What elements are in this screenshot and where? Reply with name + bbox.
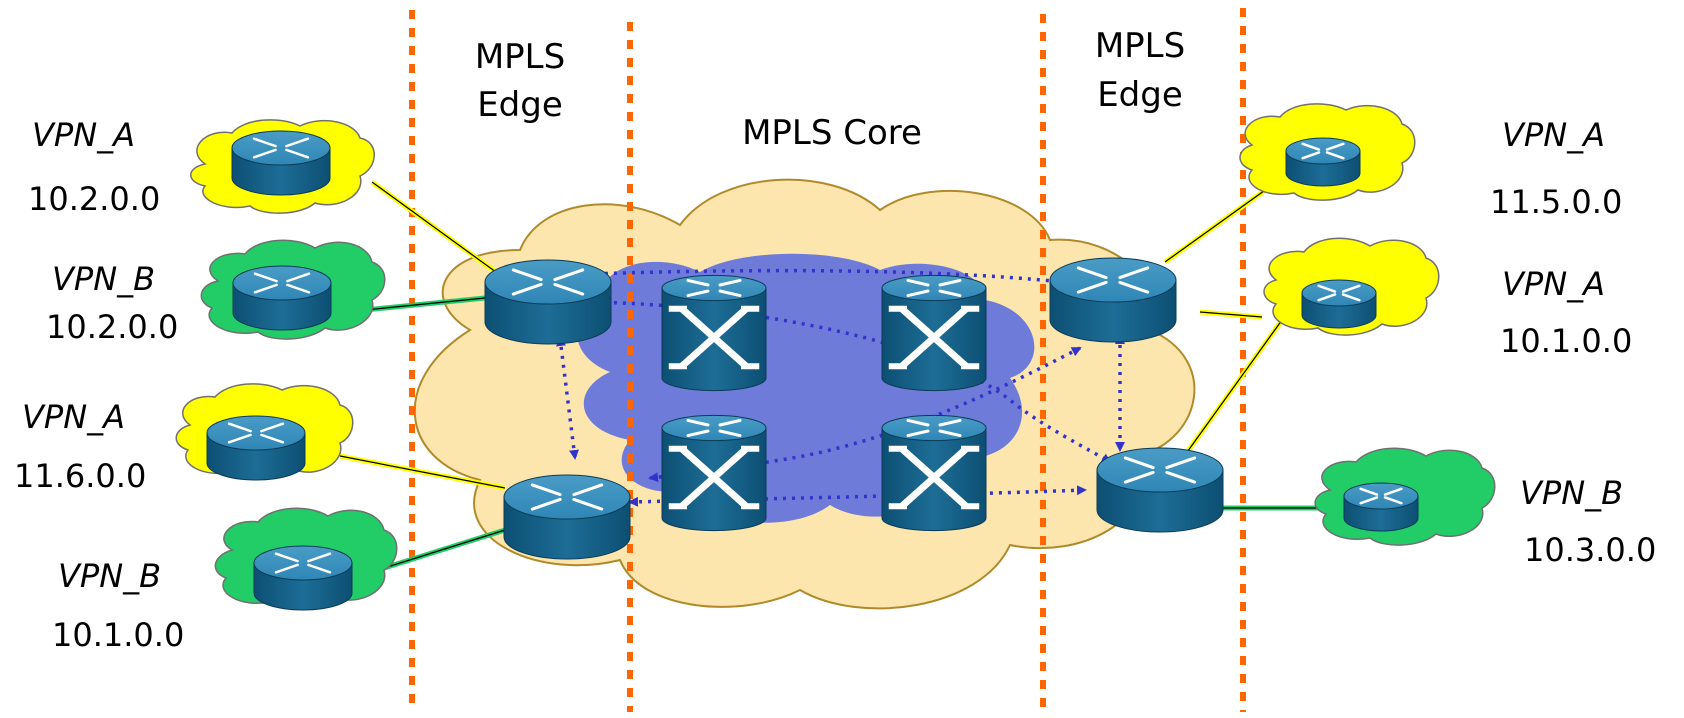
edge-right-label-line1: MPLS	[1095, 26, 1185, 66]
edge-left-label-line1: MPLS	[475, 37, 565, 77]
site-network-label: 10.3.0.0	[1524, 531, 1656, 569]
pe-router-icon	[1096, 447, 1224, 533]
site-network-label: 10.1.0.0	[1500, 322, 1632, 360]
p-router-icon	[661, 274, 767, 392]
pe-router-icon	[503, 474, 631, 560]
mpls-core-label: MPLS Core	[742, 113, 922, 153]
site-vpn-label: VPN_A	[1502, 116, 1605, 154]
ce-router-icon	[206, 415, 306, 481]
p-router-icon	[881, 414, 987, 532]
site-network-label: 10.2.0.0	[28, 180, 160, 218]
site-network-label: 11.6.0.0	[14, 457, 146, 495]
ce-router-icon	[1285, 137, 1361, 187]
ce-router-icon	[231, 130, 331, 196]
ce-router-icon	[253, 545, 353, 611]
p-router-icon	[661, 414, 767, 532]
site-vpn-label: VPN_A	[22, 398, 125, 436]
access-links	[339, 179, 1320, 573]
lsp-path	[558, 268, 1092, 290]
site-network-label: 11.5.0.0	[1490, 183, 1622, 221]
site-vpn-label: VPN_B	[58, 557, 161, 595]
site-vpn-label: VPN_B	[1520, 474, 1623, 512]
pe-router-icon	[484, 259, 612, 345]
site-vpn-label: VPN_A	[1502, 265, 1605, 303]
site-network-label: 10.1.0.0	[52, 616, 184, 654]
site-network-label: 10.2.0.0	[46, 308, 178, 346]
edge-right-label-line2: Edge	[1097, 75, 1183, 115]
ce-router-icon	[1343, 482, 1419, 532]
edge-left-label-line2: Edge	[477, 85, 563, 125]
ce-router-icon	[232, 265, 332, 331]
site-vpn-label: VPN_B	[52, 260, 155, 298]
pe-router-icon	[1049, 257, 1177, 343]
lsp-path	[628, 485, 1087, 507]
site-vpn-label: VPN_A	[32, 116, 135, 154]
p-router-icon	[881, 274, 987, 392]
ce-router-icon	[1301, 279, 1377, 329]
